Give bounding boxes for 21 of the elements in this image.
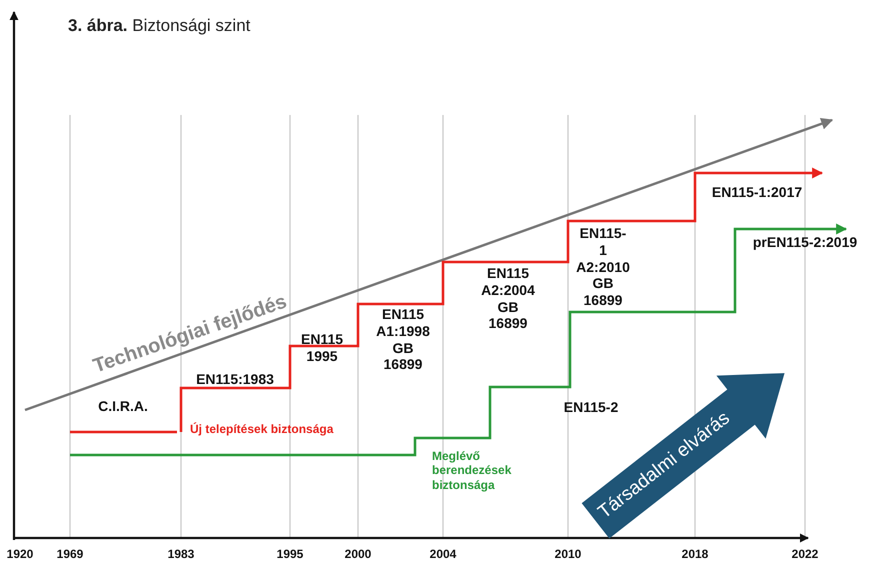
- standard-label: EN115-2: [564, 399, 618, 416]
- standard-label: prEN115-2:2019: [752, 234, 858, 251]
- standard-label: C.I.R.A.: [98, 398, 148, 415]
- standard-label: EN115:1983: [196, 371, 274, 388]
- axis-tick-label: 1995: [276, 547, 304, 562]
- axis-tick-label: 2000: [344, 547, 372, 562]
- axis-tick-label: 1920: [6, 547, 34, 562]
- standard-label: EN115 1995: [300, 331, 344, 365]
- standard-label: EN115 A2:2004 GB 16899: [481, 265, 535, 332]
- axis-tick-label: 2010: [554, 547, 582, 562]
- standard-label: EN115-1 A2:2010 GB 16899: [576, 225, 630, 309]
- axis-tick-label: 1969: [56, 547, 84, 562]
- series-label: Új telepítések biztonsága: [190, 422, 334, 436]
- axis-tick-label: 1983: [168, 547, 194, 562]
- axis-tick-label: 2018: [682, 547, 708, 562]
- figure-title: 3. ábra. Biztonsági szint: [68, 16, 250, 36]
- series-label: Meglévő berendezések biztonsága: [432, 449, 512, 492]
- standard-label: EN115-1:2017: [712, 184, 802, 201]
- standard-label: EN115 A1:1998 GB 16899: [376, 306, 430, 374]
- axis-tick-label: 2004: [430, 547, 456, 562]
- axis-tick-label: 2022: [792, 547, 818, 562]
